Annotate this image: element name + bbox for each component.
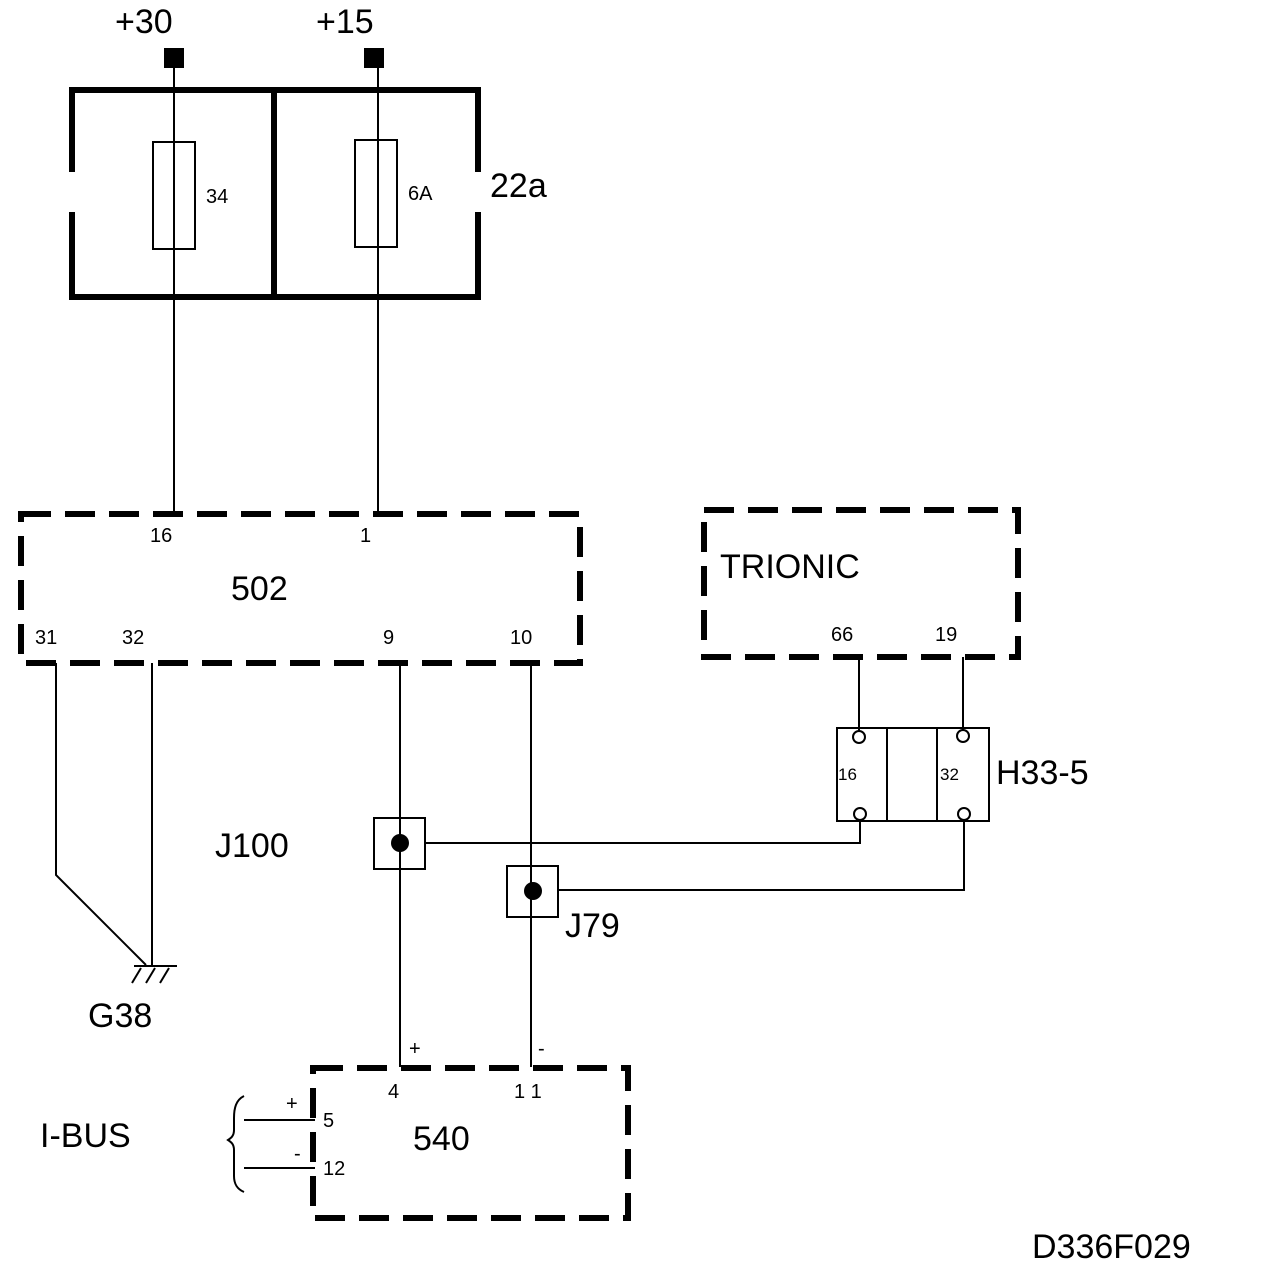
pin-502-32: 32 [122,627,144,649]
fuse-6a-label: 6A [408,183,433,205]
connector-h33-5 [836,727,990,822]
pin-trionic-66: 66 [831,624,853,646]
module-502 [18,511,583,666]
ibus-minus-sign: - [294,1143,301,1165]
drawing-code: D336F029 [1032,1228,1191,1266]
junction-j100-label: J100 [215,827,289,865]
pin-540-11: 1 1 [514,1081,542,1103]
pin-540-12: 12 [323,1158,345,1180]
pin-502-31: 31 [35,627,57,649]
wire-502-31 [55,663,147,966]
terminal-15 [364,48,384,68]
fuse-6a [354,139,398,248]
junction-j79 [506,865,559,918]
junction-j100 [373,817,426,870]
ibus-plus-sign: + [286,1093,298,1115]
pin-h33-32: 32 [940,765,959,784]
pin-502-1: 1 [360,525,371,547]
ground-label: G38 [88,997,152,1035]
fusebox-label: 22a [490,167,547,205]
terminal-30 [164,48,184,68]
module-502-label: 502 [231,570,288,608]
supply-15-label: +15 [316,3,374,41]
ground-symbol [131,965,177,984]
wire-h33-32-j79 [558,820,965,891]
pin-540-4-polarity: + [409,1038,421,1060]
trionic-label: TRIONIC [720,548,860,586]
module-trionic [701,507,1021,660]
pin-502-9: 9 [383,627,394,649]
connector-h33-label: H33-5 [996,754,1089,792]
fuse-34-label: 34 [206,186,228,208]
supply-30-label: +30 [115,3,173,41]
pin-540-4: 4 [388,1081,399,1103]
module-540-label: 540 [413,1120,470,1158]
pin-502-16: 16 [150,525,172,547]
ibus-brace [226,1095,245,1193]
pin-540-11-polarity: - [538,1038,545,1060]
module-540 [310,1065,631,1221]
pin-trionic-19: 19 [935,624,957,646]
pin-h33-16: 16 [838,765,857,784]
wire-h33-16-j100 [426,820,861,844]
pin-502-10: 10 [510,627,532,649]
ibus-label: I-BUS [40,1117,131,1155]
pin-540-5: 5 [323,1110,334,1132]
junction-j79-label: J79 [565,907,620,945]
